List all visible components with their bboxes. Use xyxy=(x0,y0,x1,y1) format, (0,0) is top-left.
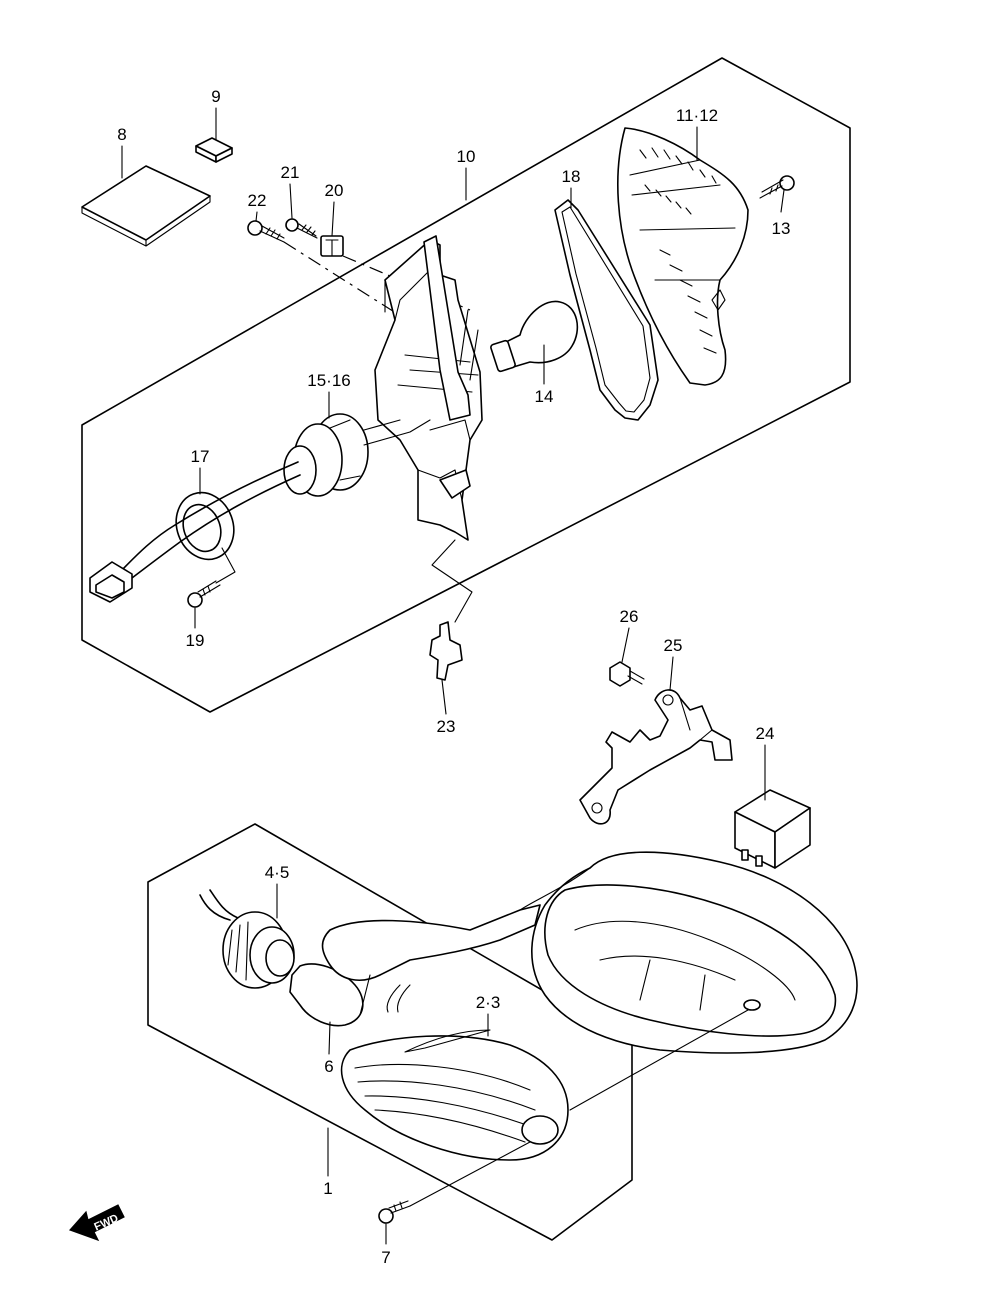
label-7: 7 xyxy=(381,1248,390,1267)
label-6: 6 xyxy=(324,1057,333,1076)
lower-leader-3 xyxy=(359,974,371,1016)
label-19: 19 xyxy=(186,631,205,650)
part-22-screw xyxy=(247,220,285,243)
part-20-clip xyxy=(320,235,344,257)
label-26: 26 xyxy=(620,607,639,626)
label-25: 25 xyxy=(664,636,683,655)
part-19-screw xyxy=(187,580,221,608)
rear-combination-lamp-assembly-box xyxy=(81,57,851,713)
leader-21 xyxy=(289,183,293,219)
part-14-bulb xyxy=(490,300,579,373)
leader-26 xyxy=(621,627,630,663)
label-18: 18 xyxy=(562,167,581,186)
label-17: 17 xyxy=(191,447,210,466)
part-8-pad xyxy=(81,165,211,247)
part-17-grommet-harness xyxy=(89,461,301,603)
label-22: 22 xyxy=(248,191,267,210)
label-24: 24 xyxy=(756,724,775,743)
label-8: 8 xyxy=(117,125,126,144)
lower-leader-2 xyxy=(569,1009,749,1111)
part-10-housing xyxy=(374,235,483,541)
part-2-3-lens xyxy=(340,1029,569,1161)
part-6-bulb xyxy=(289,963,364,1027)
part-11-12-lens xyxy=(617,127,749,386)
leader-22 xyxy=(255,211,258,222)
label-2-3: 2·3 xyxy=(476,993,501,1012)
fwd-direction-arrow: FWD xyxy=(68,1204,125,1242)
label-11-12: 11·12 xyxy=(676,106,718,125)
part-24-relay xyxy=(734,789,811,869)
label-9: 9 xyxy=(211,87,220,106)
part-9-block xyxy=(195,137,233,163)
part-21-screw xyxy=(285,218,318,239)
label-20: 20 xyxy=(325,181,344,200)
label-21: 21 xyxy=(281,163,300,182)
part-13-screw xyxy=(759,175,795,199)
turn-signal-assembly-box xyxy=(147,823,633,1241)
part-26-bolt xyxy=(609,661,645,687)
label-15-16: 15·16 xyxy=(307,371,350,390)
part-25-bracket xyxy=(579,689,733,825)
label-1: 1 xyxy=(323,1179,332,1198)
part-23-bracket xyxy=(429,621,463,681)
part-18-gasket xyxy=(554,199,659,421)
part-7-screw xyxy=(378,1200,411,1224)
part-labels: 8 9 21 20 22 10 11·12 18 13 14 15·16 17 … xyxy=(117,87,790,1267)
label-23: 23 xyxy=(437,717,456,736)
part-4-5-socket xyxy=(199,889,295,989)
leader-6 xyxy=(328,1021,331,1055)
label-14: 14 xyxy=(535,387,554,406)
label-13: 13 xyxy=(772,219,791,238)
part-1-housing xyxy=(321,851,858,1054)
leader-20 xyxy=(331,201,335,237)
part-19-leader xyxy=(215,547,236,584)
leader-13 xyxy=(780,189,785,213)
part-15-16-socket xyxy=(283,413,431,497)
lower-leader-1 xyxy=(409,1141,531,1207)
leader-23 xyxy=(441,679,447,715)
label-4-5: 4·5 xyxy=(265,863,290,882)
label-10: 10 xyxy=(457,147,476,166)
leader-25 xyxy=(669,656,674,691)
part-23-leader xyxy=(431,539,473,623)
